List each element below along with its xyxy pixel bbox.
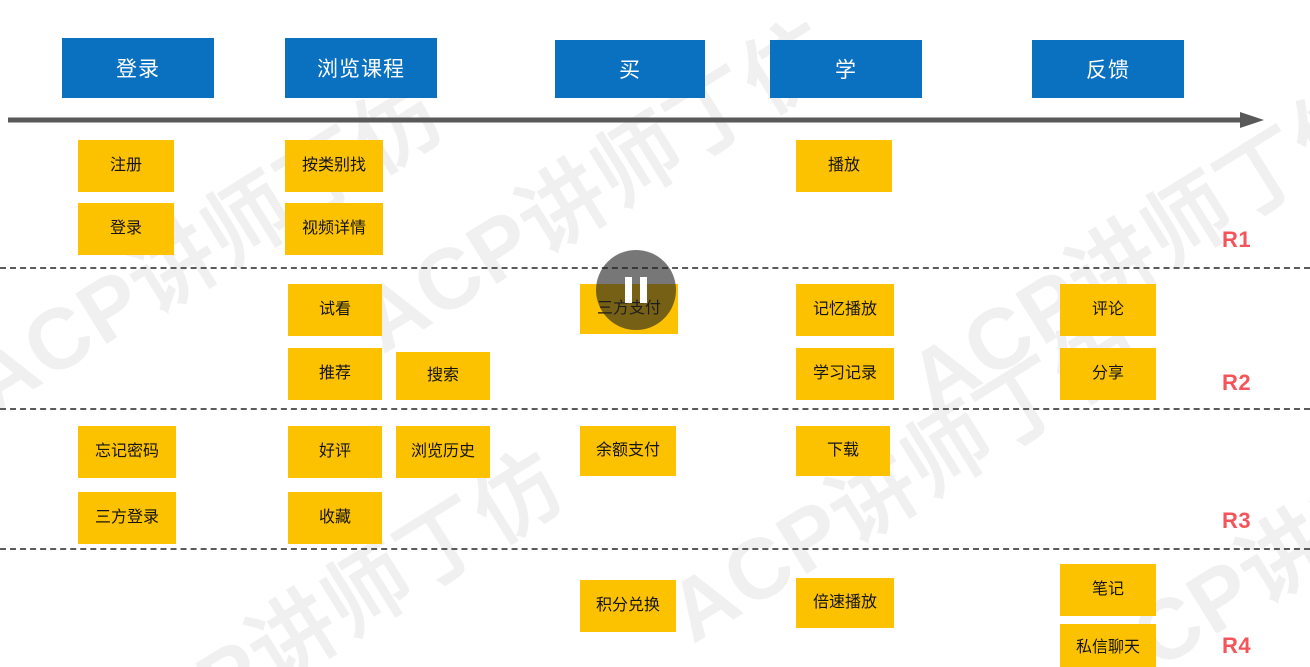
story-card[interactable]: 下载 bbox=[796, 426, 890, 476]
row-divider-r2 bbox=[0, 408, 1310, 410]
story-card[interactable]: 推荐 bbox=[288, 348, 382, 400]
story-card[interactable]: 播放 bbox=[796, 140, 892, 192]
story-card[interactable]: 学习记录 bbox=[796, 348, 894, 400]
row-label-r1: R1 bbox=[1222, 227, 1252, 252]
row-label-r3: R3 bbox=[1222, 508, 1252, 533]
story-card[interactable]: 积分兑换 bbox=[580, 580, 676, 632]
story-card[interactable]: 倍速播放 bbox=[796, 578, 894, 628]
stage-header-2[interactable]: 浏览课程 bbox=[285, 38, 437, 98]
story-card[interactable]: 评论 bbox=[1060, 284, 1156, 336]
story-card[interactable]: 记忆播放 bbox=[796, 284, 894, 336]
pause-bar-left bbox=[625, 277, 632, 303]
stage-header-3[interactable]: 买 bbox=[555, 40, 705, 98]
story-card[interactable]: 视频详情 bbox=[285, 203, 383, 255]
story-card[interactable]: 忘记密码 bbox=[78, 426, 176, 478]
story-card[interactable]: 浏览历史 bbox=[396, 426, 490, 478]
row-label-r4: R4 bbox=[1222, 633, 1252, 658]
stage-header-1[interactable]: 登录 bbox=[62, 38, 214, 98]
story-card[interactable]: 笔记 bbox=[1060, 564, 1156, 616]
pause-icon[interactable] bbox=[596, 250, 676, 330]
story-card[interactable]: 私信聊天 bbox=[1060, 624, 1156, 667]
row-divider-r3 bbox=[0, 548, 1310, 550]
story-card[interactable]: 收藏 bbox=[288, 492, 382, 544]
stage-header-5[interactable]: 反馈 bbox=[1032, 40, 1184, 98]
stage-header-4[interactable]: 学 bbox=[770, 40, 922, 98]
story-card[interactable]: 余额支付 bbox=[580, 426, 676, 476]
story-card[interactable]: 搜索 bbox=[396, 352, 490, 400]
story-card[interactable]: 登录 bbox=[78, 203, 174, 255]
story-card[interactable]: 三方登录 bbox=[78, 492, 176, 544]
story-card[interactable]: 分享 bbox=[1060, 348, 1156, 400]
timeline-arrow-icon bbox=[8, 112, 1264, 128]
story-card[interactable]: 试看 bbox=[288, 284, 382, 336]
story-card[interactable]: 好评 bbox=[288, 426, 382, 478]
pause-bar-right bbox=[640, 277, 647, 303]
row-label-r2: R2 bbox=[1222, 370, 1252, 395]
story-card[interactable]: 按类别找 bbox=[285, 140, 383, 192]
story-card[interactable]: 注册 bbox=[78, 140, 174, 192]
